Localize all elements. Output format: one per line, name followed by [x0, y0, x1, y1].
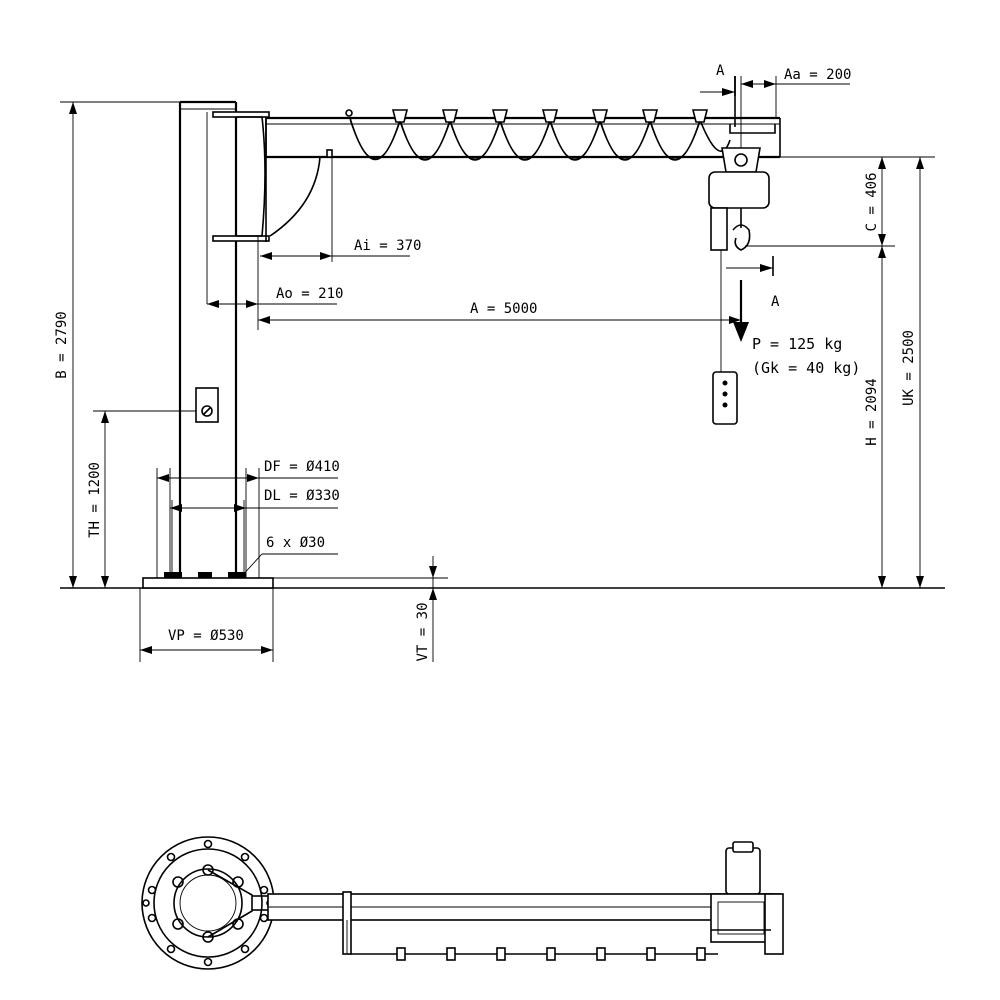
svg-text:UK = 2500: UK = 2500	[901, 330, 917, 406]
svg-text:B = 2790: B = 2790	[54, 311, 70, 378]
dim-DF: DF = Ø410	[157, 459, 340, 482]
plan-view	[141, 836, 784, 970]
dim-A: A = 5000	[258, 301, 741, 324]
dim-Aa: Aa = 200	[740, 67, 851, 148]
dim-H: H = 2094	[864, 246, 886, 588]
pivot-assembly	[212, 111, 270, 242]
dim-bolts: 6 x Ø30	[239, 535, 338, 579]
svg-text:Aa = 200: Aa = 200	[784, 67, 851, 83]
section-mark-bottom: A	[726, 256, 780, 310]
dim-UK: UK = 2500	[901, 157, 924, 588]
pendant-control	[712, 371, 738, 425]
svg-text:VP = Ø530: VP = Ø530	[168, 628, 244, 644]
base-plate	[142, 577, 274, 589]
festoon-cable	[345, 109, 731, 161]
dim-C: C = 406	[745, 156, 935, 247]
arm-hinge	[207, 869, 253, 938]
dim-VT: VT = 30	[273, 556, 448, 662]
svg-text:Ao = 210: Ao = 210	[276, 286, 343, 302]
switch-icon	[201, 405, 213, 417]
svg-text:TH = 1200: TH = 1200	[87, 462, 103, 538]
load-label: P = 125 kg	[752, 335, 842, 353]
svg-text:6 x Ø30: 6 x Ø30	[266, 535, 325, 551]
dim-TH: TH = 1200	[87, 410, 196, 588]
self-weight-label: (Gk = 40 kg)	[752, 359, 860, 377]
section-mark-top: A	[700, 63, 736, 127]
dim-B: B = 2790	[54, 101, 232, 588]
elevation-view: P = 125 kg (Gk = 40 kg) A A B = 2790	[54, 63, 945, 662]
svg-text:H = 2094: H = 2094	[864, 378, 880, 445]
dim-VP: VP = Ø530	[139, 588, 274, 662]
svg-text:DF = Ø410: DF = Ø410	[264, 459, 340, 475]
svg-text:A: A	[716, 63, 725, 79]
plate-bolt-holes	[142, 839, 274, 967]
svg-text:A = 5000: A = 5000	[470, 301, 537, 317]
control-box	[195, 387, 219, 423]
trolley-hoist	[708, 147, 770, 425]
svg-text:DL = Ø330: DL = Ø330	[264, 488, 340, 504]
dim-Ai: Ai = 370	[260, 152, 421, 262]
hoist-plan	[710, 841, 784, 955]
jib-arm	[265, 116, 781, 237]
dim-DL: DL = Ø330	[170, 488, 340, 512]
svg-text:C = 406: C = 406	[864, 172, 880, 231]
anchor-holes	[172, 864, 244, 943]
festoon-plan	[350, 947, 718, 961]
svg-text:A: A	[771, 294, 780, 310]
svg-text:VT = 30: VT = 30	[415, 602, 431, 661]
column	[156, 100, 260, 578]
base-plate-outline	[141, 836, 275, 970]
anchor-bolts	[164, 572, 246, 578]
svg-text:Ai = 370: Ai = 370	[354, 238, 421, 254]
dim-Ao: Ao = 210	[207, 236, 343, 330]
end-stop	[729, 124, 776, 134]
